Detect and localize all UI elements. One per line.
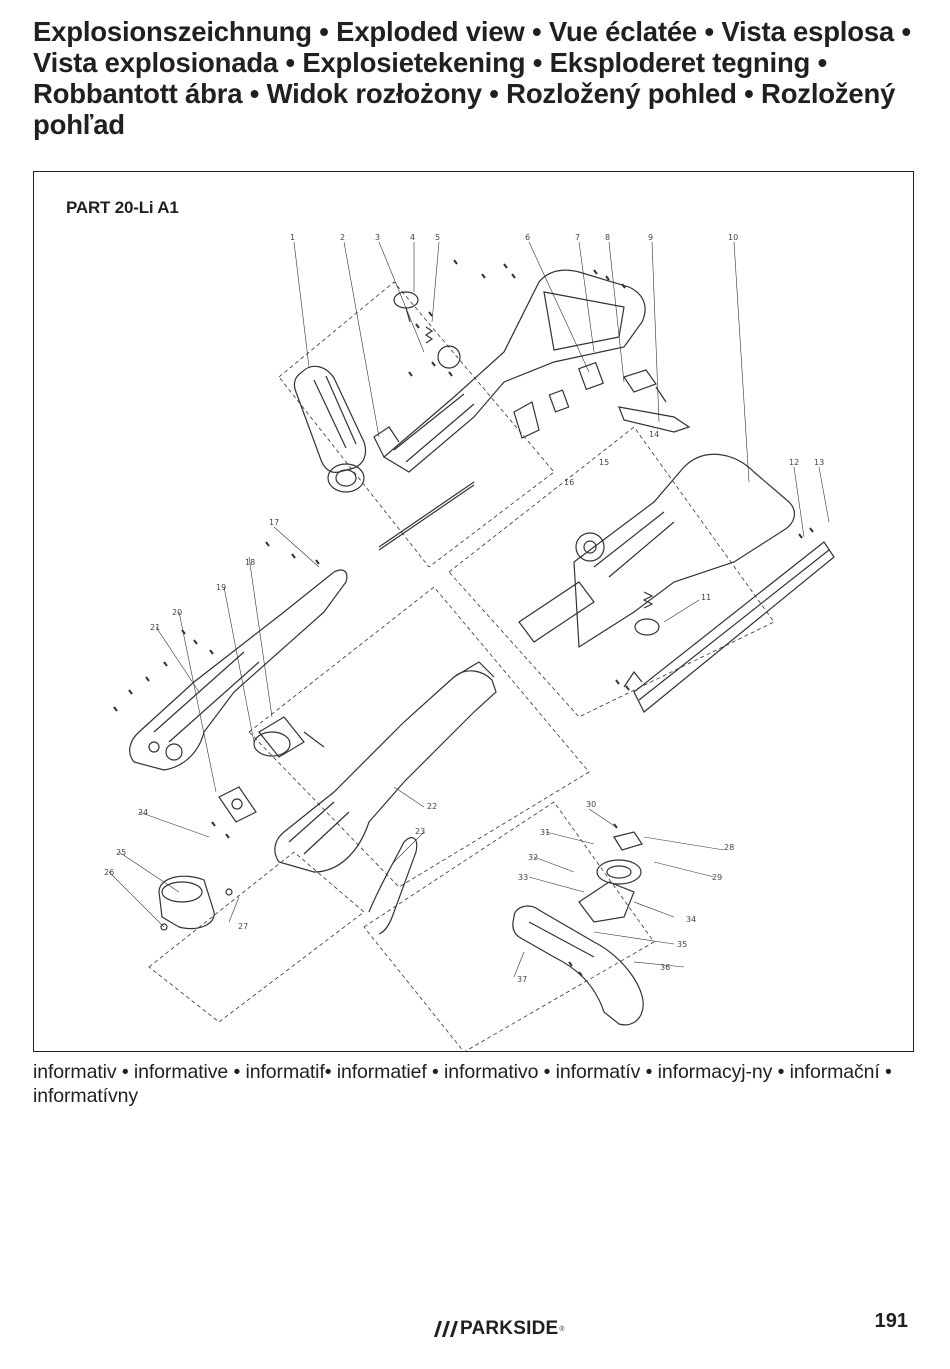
brand-logo: PARKSIDE®: [430, 1318, 565, 1340]
adjustment-knob-upper: [393, 291, 434, 344]
callout-22: 22: [427, 802, 437, 811]
screws: [113, 259, 814, 977]
logo-slashes-icon: [434, 1321, 458, 1337]
callout-36: 36: [660, 963, 670, 972]
callout-23: 23: [415, 827, 425, 836]
callout-16: 16: [564, 478, 574, 487]
informative-note: informativ • informative • informatif• i…: [33, 1061, 892, 1107]
part-label: PART 20-Li A1: [66, 198, 179, 217]
callout-10: 10: [728, 233, 738, 242]
callout-6: 6: [525, 233, 530, 242]
callout-12: 12: [789, 458, 799, 467]
gear-plate: [218, 786, 257, 823]
callout-14: 14: [649, 430, 659, 439]
motor: [253, 716, 325, 758]
callout-numbers: 1 2 3 4 5 6 7 8 9 10 11 12 13 14 15 16 1…: [104, 233, 824, 984]
callout-37: 37: [517, 975, 527, 984]
callout-33: 33: [518, 873, 528, 882]
assembly-outline-lower: [148, 801, 655, 1051]
callout-32: 32: [528, 853, 538, 862]
callout-35: 35: [677, 940, 687, 949]
callout-25: 25: [116, 848, 126, 857]
callout-31: 31: [540, 828, 550, 837]
callout-2: 2: [340, 233, 345, 242]
callout-26: 26: [104, 868, 114, 877]
callout-28: 28: [724, 843, 734, 852]
callout-29: 29: [712, 873, 722, 882]
callout-8: 8: [605, 233, 610, 242]
guide-rail: [623, 541, 835, 713]
callout-24: 24: [138, 808, 148, 817]
callout-17: 17: [269, 518, 279, 527]
auxiliary-handle: [293, 365, 367, 493]
guard: [512, 905, 644, 1026]
spool-cap: [158, 875, 233, 931]
callout-30: 30: [586, 800, 596, 809]
callout-19: 19: [216, 583, 226, 592]
callout-7: 7: [575, 233, 580, 242]
logo-registered-mark: ®: [559, 1325, 565, 1333]
callout-13: 13: [814, 458, 824, 467]
callout-15: 15: [599, 458, 609, 467]
assembly-outline-right: [448, 426, 775, 718]
assembly-outline-upper: [278, 281, 555, 568]
assembly-outline-middle: [248, 586, 590, 888]
callout-9: 9: [648, 233, 653, 242]
assembled-handle: [518, 453, 796, 649]
callout-5: 5: [435, 233, 440, 242]
switch-parts: [548, 361, 691, 433]
leader-lines: [108, 241, 830, 978]
callout-18: 18: [245, 558, 255, 567]
callout-21: 21: [150, 623, 160, 632]
callout-4: 4: [410, 233, 415, 242]
terminal-plate: [513, 401, 540, 439]
callout-27: 27: [238, 922, 248, 931]
page-heading: Explosionszeichnung • Exploded view • Vu…: [33, 16, 911, 140]
callout-3: 3: [375, 233, 380, 242]
protective-wire: [368, 837, 418, 935]
drive-shaft: [378, 481, 475, 551]
exploded-view-drawing: 1 2 3 4 5 6 7 8 9 10 11 12 13 14 15 16 1…: [104, 233, 835, 1051]
callout-20: 20: [172, 608, 182, 617]
lower-housing-right: [274, 661, 497, 873]
upper-handle-housing: [373, 269, 646, 473]
callout-34: 34: [686, 915, 696, 924]
callout-11: 11: [701, 593, 711, 602]
page-number: 191: [874, 1310, 908, 1332]
spool-assembly: [578, 831, 643, 923]
callout-1: 1: [290, 233, 295, 242]
logo-text: PARKSIDE: [460, 1318, 559, 1339]
exploded-view-figure: PART 20-Li A1: [33, 171, 914, 1052]
